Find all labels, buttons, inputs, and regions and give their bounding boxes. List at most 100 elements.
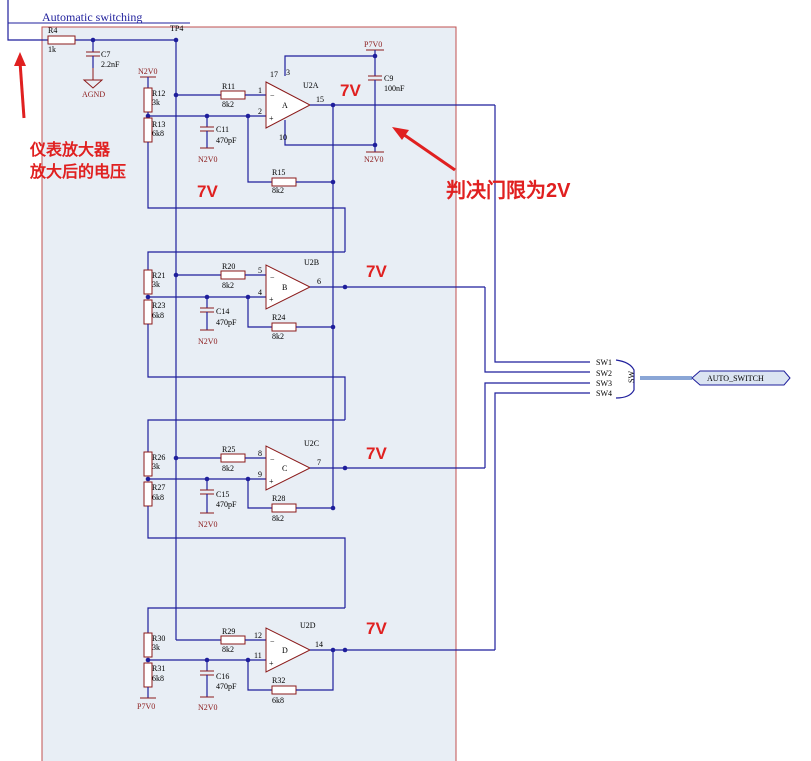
svg-text:+: + (269, 659, 274, 668)
svg-text:R25: R25 (222, 445, 235, 454)
svg-text:R32: R32 (272, 676, 285, 685)
svg-text:判决门限为2V: 判决门限为2V (446, 178, 571, 202)
svg-text:B: B (282, 283, 287, 292)
stage-u2d: R30 3k R31 6k8 P7V0 R29 8k2 C16 470pF N2… (137, 607, 495, 712)
svg-text:8k2: 8k2 (272, 332, 284, 341)
svg-text:C16: C16 (216, 672, 229, 681)
svg-text:3k: 3k (152, 280, 160, 289)
svg-text:1k: 1k (48, 45, 56, 54)
svg-text:7V: 7V (366, 619, 387, 638)
svg-text:470pF: 470pF (216, 136, 237, 145)
svg-text:TP4: TP4 (170, 24, 183, 33)
svg-text:放大后的电压: 放大后的电压 (29, 162, 126, 181)
svg-text:N2V0: N2V0 (364, 155, 384, 164)
svg-text:N2V0: N2V0 (198, 703, 218, 712)
svg-text:470pF: 470pF (216, 500, 237, 509)
svg-text:U2A: U2A (303, 81, 319, 90)
svg-text:7V: 7V (366, 262, 387, 281)
svg-text:R20: R20 (222, 262, 235, 271)
svg-text:11: 11 (254, 651, 262, 660)
svg-text:3: 3 (286, 68, 290, 77)
input-network: R4 1k C7 2.2nF AGND TP4 (7, 0, 183, 640)
svg-text:8k2: 8k2 (272, 186, 284, 195)
svg-text:SW1: SW1 (596, 358, 612, 367)
svg-text:C14: C14 (216, 307, 229, 316)
svg-text:8k2: 8k2 (222, 645, 234, 654)
svg-text:N2V0: N2V0 (138, 67, 158, 76)
svg-text:SW3: SW3 (596, 379, 612, 388)
svg-text:6: 6 (317, 277, 321, 286)
svg-text:R4: R4 (48, 26, 57, 35)
svg-text:7: 7 (317, 458, 321, 467)
svg-text:N2V0: N2V0 (198, 520, 218, 529)
svg-text:R13: R13 (152, 120, 165, 129)
supply-decoupling: P7V0 C9 100nF N2V0 (284, 40, 405, 164)
svg-text:R26: R26 (152, 453, 165, 462)
svg-text:7V: 7V (340, 81, 361, 100)
svg-text:8k2: 8k2 (222, 464, 234, 473)
svg-text:6k8: 6k8 (152, 129, 164, 138)
svg-text:5: 5 (258, 266, 262, 275)
svg-text:100nF: 100nF (384, 84, 405, 93)
svg-text:6k8: 6k8 (152, 493, 164, 502)
svg-text:6k8: 6k8 (152, 311, 164, 320)
svg-text:−: − (270, 91, 275, 100)
stage-u2b: R21 3k R23 6k8 R20 8k2 C14 470pF N2V0 R2… (143, 251, 485, 420)
svg-text:−: − (270, 273, 275, 282)
svg-text:7V: 7V (197, 182, 218, 201)
svg-text:12: 12 (254, 631, 262, 640)
svg-text:N2V0: N2V0 (198, 155, 218, 164)
svg-text:R24: R24 (272, 313, 285, 322)
svg-text:C: C (282, 464, 287, 473)
svg-text:SW2: SW2 (596, 369, 612, 378)
svg-text:C11: C11 (216, 125, 229, 134)
svg-text:R31: R31 (152, 664, 165, 673)
svg-text:U2B: U2B (304, 258, 319, 267)
svg-text:C7: C7 (101, 50, 110, 59)
svg-text:R12: R12 (152, 89, 165, 98)
svg-text:D: D (282, 646, 288, 655)
stage-u2c: R26 3k R27 6k8 R25 8k2 C15 470pF N2V0 R2… (143, 419, 485, 608)
svg-text:−: − (270, 455, 275, 464)
svg-text:R11: R11 (222, 82, 235, 91)
svg-text:470pF: 470pF (216, 318, 237, 327)
svg-text:N2V0: N2V0 (198, 337, 218, 346)
svg-text:7V: 7V (366, 444, 387, 463)
svg-text:R27: R27 (152, 483, 165, 492)
svg-text:1: 1 (258, 86, 262, 95)
svg-text:3k: 3k (152, 643, 160, 652)
svg-text:14: 14 (315, 640, 323, 649)
svg-text:P7V0: P7V0 (137, 702, 155, 711)
svg-text:R21: R21 (152, 271, 165, 280)
svg-text:8: 8 (258, 449, 262, 458)
svg-text:R15: R15 (272, 168, 285, 177)
schematic-title: Automatic switching (42, 10, 142, 24)
stage-u2a: N2V0 R12 3k R13 6k8 R11 8k2 C11 470pF N2… (138, 67, 495, 420)
svg-text:A: A (282, 101, 288, 110)
svg-text:U2D: U2D (300, 621, 316, 630)
svg-text:3k: 3k (152, 462, 160, 471)
sheet-panel (41, 26, 457, 761)
svg-text:8k2: 8k2 (222, 100, 234, 109)
svg-text:AGND: AGND (82, 90, 105, 99)
svg-text:+: + (269, 477, 274, 486)
svg-text:2.2nF: 2.2nF (101, 60, 120, 69)
svg-text:4: 4 (258, 288, 262, 297)
svg-text:+: + (269, 295, 274, 304)
svg-text:AUTO_SWITCH: AUTO_SWITCH (707, 374, 764, 383)
svg-text:SW4: SW4 (596, 389, 612, 398)
svg-text:R28: R28 (272, 494, 285, 503)
svg-text:9: 9 (258, 470, 262, 479)
svg-text:−: − (270, 637, 275, 646)
bus-routing: SW1 SW2 SW3 SW4 SW AUTO_SWITCH (484, 105, 791, 650)
svg-text:6k8: 6k8 (272, 696, 284, 705)
svg-text:R29: R29 (222, 627, 235, 636)
svg-text:P7V0: P7V0 (364, 40, 382, 49)
svg-text:470pF: 470pF (216, 682, 237, 691)
svg-text:仪表放大器: 仪表放大器 (29, 140, 111, 159)
svg-text:U2C: U2C (304, 439, 319, 448)
svg-text:+: + (269, 114, 274, 123)
svg-text:8k2: 8k2 (272, 514, 284, 523)
svg-text:15: 15 (316, 95, 324, 104)
